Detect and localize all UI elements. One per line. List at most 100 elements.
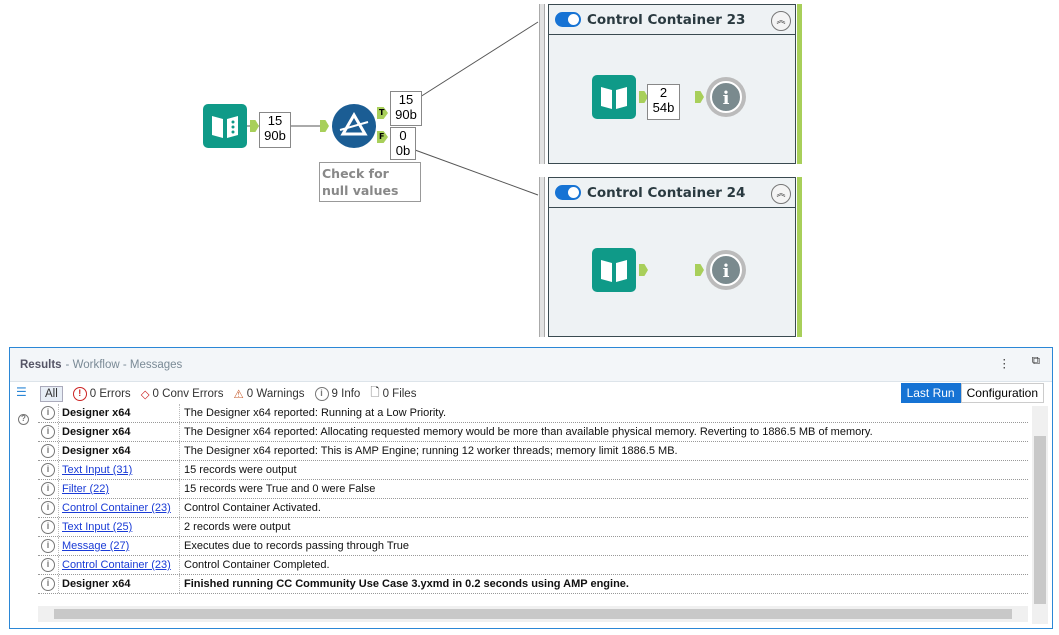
- info-icon: i: [38, 518, 58, 536]
- message-text: Control Container Completed.: [184, 559, 330, 571]
- message-text: Executes due to records passing through …: [184, 540, 410, 552]
- tool-name: Designer x64: [58, 423, 180, 441]
- filter-prism-icon: [339, 112, 369, 136]
- container-input-rail: [539, 4, 545, 164]
- info-icon: i: [314, 387, 329, 401]
- input-anchor[interactable]: [695, 91, 704, 103]
- svg-text:i: i: [723, 261, 730, 282]
- tool-name: Designer x64: [58, 575, 180, 593]
- tool-name: Designer x64: [58, 404, 180, 422]
- message-text: The Designer x64 reported: This is AMP E…: [184, 445, 678, 457]
- container-enable-toggle[interactable]: [555, 12, 581, 27]
- message-text: 15 records were True and 0 were False: [184, 483, 376, 495]
- false-anchor[interactable]: F: [377, 131, 388, 143]
- last-run-button[interactable]: Last Run: [900, 383, 961, 403]
- container-input-rail: [539, 177, 545, 337]
- message-text: 15 records were output: [184, 464, 297, 476]
- tool-name[interactable]: Text Input (31): [58, 461, 180, 479]
- tool-name[interactable]: Filter (22): [58, 480, 180, 498]
- book-icon: [601, 260, 627, 282]
- filter-errors[interactable]: !0 Errors: [72, 387, 131, 401]
- info-icon: i: [38, 442, 58, 460]
- book-icon: [212, 116, 238, 138]
- more-options-icon[interactable]: ⋮: [998, 358, 1011, 370]
- list-view-icon[interactable]: ☰: [16, 385, 27, 399]
- container-enable-toggle[interactable]: [555, 185, 581, 200]
- configuration-button[interactable]: Configuration: [960, 383, 1044, 403]
- input-anchor[interactable]: [320, 120, 329, 132]
- container-title: Control Container 24: [587, 184, 746, 201]
- input-anchor[interactable]: [695, 264, 704, 276]
- info-icon: i: [38, 404, 58, 422]
- collapse-button[interactable]: ︽: [771, 11, 791, 31]
- container-title: Control Container 23: [587, 11, 746, 28]
- filter-files[interactable]: 🗋0 Files: [370, 385, 416, 404]
- message-text: 2 records were output: [184, 521, 291, 533]
- warning-icon: ⚠: [233, 389, 244, 401]
- container-output-rail: [797, 177, 802, 337]
- tool-name[interactable]: Text Input (25): [58, 518, 180, 536]
- help-icon[interactable]: ?: [18, 408, 29, 426]
- filter-conv-errors[interactable]: ◇0 Conv Errors: [140, 388, 224, 401]
- error-icon: !: [72, 387, 87, 401]
- svg-text:i: i: [723, 88, 730, 109]
- info-icon: i: [38, 461, 58, 479]
- message-text: The Designer x64 reported: Running at a …: [184, 407, 447, 419]
- book-icon: [601, 87, 627, 109]
- text-input-tool-25[interactable]: [592, 248, 636, 292]
- text-input-tool-31[interactable]: [203, 104, 247, 148]
- collapse-button[interactable]: ︽: [771, 184, 791, 204]
- true-anchor[interactable]: T: [377, 107, 388, 119]
- info-icon: i: [38, 556, 58, 574]
- output-anchor[interactable]: [639, 91, 648, 103]
- tool-name[interactable]: Control Container (23): [58, 556, 180, 574]
- info-icon: i: [38, 537, 58, 555]
- tool-name[interactable]: Control Container (23): [58, 499, 180, 517]
- results-subtitle: - Workflow - Messages: [65, 358, 183, 371]
- tool-name[interactable]: Message (27): [58, 537, 180, 555]
- info-icon: i: [38, 499, 58, 517]
- info-icon: i: [38, 575, 58, 593]
- info-icon: i: [38, 480, 58, 498]
- info-icon: i: [38, 423, 58, 441]
- results-panel: Results- Workflow - Messages ⋮ ⧉ ☰ ? All…: [9, 347, 1053, 629]
- message-tool-info-icon[interactable]: i: [706, 77, 746, 117]
- file-icon: 🗋: [370, 386, 380, 399]
- results-title: Results: [20, 358, 62, 371]
- undock-icon[interactable]: ⧉: [1031, 355, 1040, 367]
- vertical-scrollbar[interactable]: [1032, 406, 1048, 624]
- message-tool-info-icon[interactable]: i: [706, 250, 746, 290]
- filter-warnings[interactable]: ⚠0 Warnings: [233, 388, 305, 401]
- output-anchor[interactable]: [250, 120, 259, 132]
- text-input-tool-31[interactable]: [592, 75, 636, 119]
- output-anchor[interactable]: [639, 264, 648, 276]
- filter-all[interactable]: All: [40, 386, 63, 402]
- control-container-24[interactable]: Control Container 24 ︽: [548, 177, 796, 337]
- connection-lines: [212, 21, 705, 271]
- message-text: Finished running CC Community Use Case 3…: [184, 578, 629, 590]
- filter-tool-22[interactable]: [332, 104, 376, 148]
- horizontal-scrollbar[interactable]: [38, 606, 1028, 622]
- conv-error-icon: ◇: [140, 389, 150, 401]
- tool-name: Designer x64: [58, 442, 180, 460]
- container-output-rail: [797, 4, 802, 164]
- message-text: The Designer x64 reported: Allocating re…: [184, 426, 873, 438]
- tool-annotation: Check for null values: [319, 162, 421, 202]
- message-text: Control Container Activated.: [184, 502, 321, 514]
